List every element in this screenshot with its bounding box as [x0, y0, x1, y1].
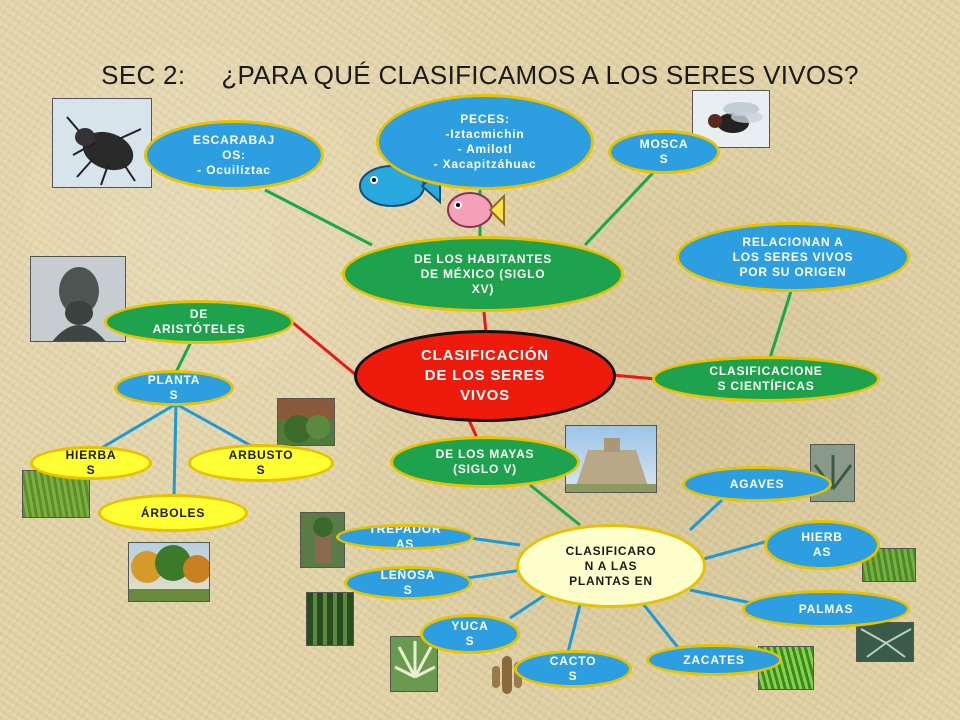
node-peces-label: PECES: -Iztacmichin - Amilotl - Xacapitz… — [433, 112, 537, 171]
connector-habitantes-mosca — [583, 158, 667, 247]
node-cientificas: CLASIFICACIONE S CIENTÍFICAS — [652, 356, 880, 402]
connector-clasificaron-cactos — [566, 604, 582, 653]
title-question: ¿PARA QUÉ CLASIFICAMOS A LOS SERES VIVOS… — [221, 60, 859, 90]
node-mosca: MOSCA S — [608, 130, 720, 174]
connector-mayas-clasificaron — [529, 483, 581, 527]
beetle-photo — [52, 98, 152, 188]
node-central: CLASIFICACIÓN DE LOS SERES VIVOS — [354, 330, 616, 422]
palm-photo — [856, 622, 914, 662]
node-yucas: YUCA S — [420, 614, 520, 654]
connector-plantas-hierbas — [97, 402, 177, 452]
node-palmas-label: PALMAS — [798, 601, 854, 616]
node-cientificas-label: CLASIFICACIONE S CIENTÍFICAS — [709, 364, 823, 393]
node-relacionan-label: RELACIONAN A LOS SERES VIVOS POR SU ORIG… — [732, 234, 854, 279]
trees-photo — [128, 542, 210, 602]
node-cactos-label: CACTO S — [549, 654, 597, 683]
node-hierbas-left: HIERBA S — [30, 446, 152, 480]
node-lenosas: LEÑOSA S — [344, 566, 472, 600]
node-cactos: CACTO S — [514, 650, 632, 688]
node-escarabajos: ESCARABAJ OS: - Ocuilíztac — [144, 120, 324, 190]
node-arbustos: ARBUSTO S — [188, 444, 334, 482]
connector-aristoteles-plantas — [174, 339, 194, 373]
connector-clasificaron-agaves — [688, 498, 724, 532]
node-mosca-label: MOSCA S — [639, 137, 689, 166]
connector-clasificaron-trepadoras — [469, 536, 521, 547]
node-clasificaron-label: CLASIFICARO N A LAS PLANTAS EN — [565, 543, 657, 588]
connector-cientificas-relacionan — [768, 287, 794, 359]
node-plantas: PLANTA S — [114, 370, 234, 406]
node-lenosas-label: LEÑOSA S — [380, 568, 436, 597]
node-plantas-label: PLANTA S — [147, 373, 201, 402]
node-relacionan: RELACIONAN A LOS SERES VIVOS POR SU ORIG… — [676, 222, 910, 292]
connector-habitantes-escarabajos — [264, 188, 373, 247]
connector-plantas-arboles — [172, 403, 178, 498]
node-arboles-label: ÁRBOLES — [140, 505, 206, 520]
node-hierbas-right-label: HIERB AS — [801, 530, 843, 559]
node-trepadoras-label: TREPADOR AS — [368, 524, 442, 550]
node-zacates-label: ZACATES — [683, 652, 745, 667]
node-hierbas-right: HIERB AS — [764, 520, 880, 570]
node-habitantes: DE LOS HABITANTES DE MÉXICO (SIGLO XV) — [342, 236, 624, 312]
node-zacates: ZACATES — [646, 644, 782, 676]
node-arboles: ÁRBOLES — [98, 494, 248, 532]
node-peces: PECES: -Iztacmichin - Amilotl - Xacapitz… — [376, 94, 594, 190]
connector-clasificaron-hierbas — [699, 538, 773, 562]
woody-forest-photo — [306, 592, 354, 646]
node-aristoteles: DE ARISTÓTELES — [104, 300, 294, 344]
connector-central-aristoteles — [291, 320, 357, 377]
page-title: SEC 2: ¿PARA QUÉ CLASIFICAMOS A LOS SERES… — [0, 60, 960, 91]
connector-clasificaron-yucas — [509, 593, 546, 620]
node-hierbas-left-label: HIERBA S — [65, 448, 117, 477]
node-mayas-label: DE LOS MAYAS (SIGLO V) — [435, 447, 535, 476]
node-palmas: PALMAS — [742, 590, 910, 628]
connector-plantas-arbustos — [175, 402, 256, 450]
node-escarabajos-label: ESCARABAJ OS: - Ocuilíztac — [193, 132, 275, 177]
node-central-label: CLASIFICACIÓN DE LOS SERES VIVOS — [421, 347, 549, 404]
title-section: SEC 2: — [101, 60, 186, 90]
connector-central-cientificas — [611, 373, 657, 381]
node-agaves: AGAVES — [682, 466, 832, 502]
node-aristoteles-label: DE ARISTÓTELES — [152, 307, 246, 336]
node-clasificaron: CLASIFICARO N A LAS PLANTAS EN — [516, 524, 706, 608]
node-arbustos-label: ARBUSTO S — [228, 448, 294, 477]
shrub-photo — [277, 398, 335, 446]
node-agaves-label: AGAVES — [729, 476, 785, 491]
node-yucas-label: YUCA S — [451, 619, 489, 648]
node-habitantes-label: DE LOS HABITANTES DE MÉXICO (SIGLO XV) — [413, 251, 553, 296]
node-mayas: DE LOS MAYAS (SIGLO V) — [390, 436, 580, 488]
node-trepadoras: TREPADOR AS — [336, 524, 474, 550]
connector-clasificaron-zacates — [638, 599, 682, 651]
